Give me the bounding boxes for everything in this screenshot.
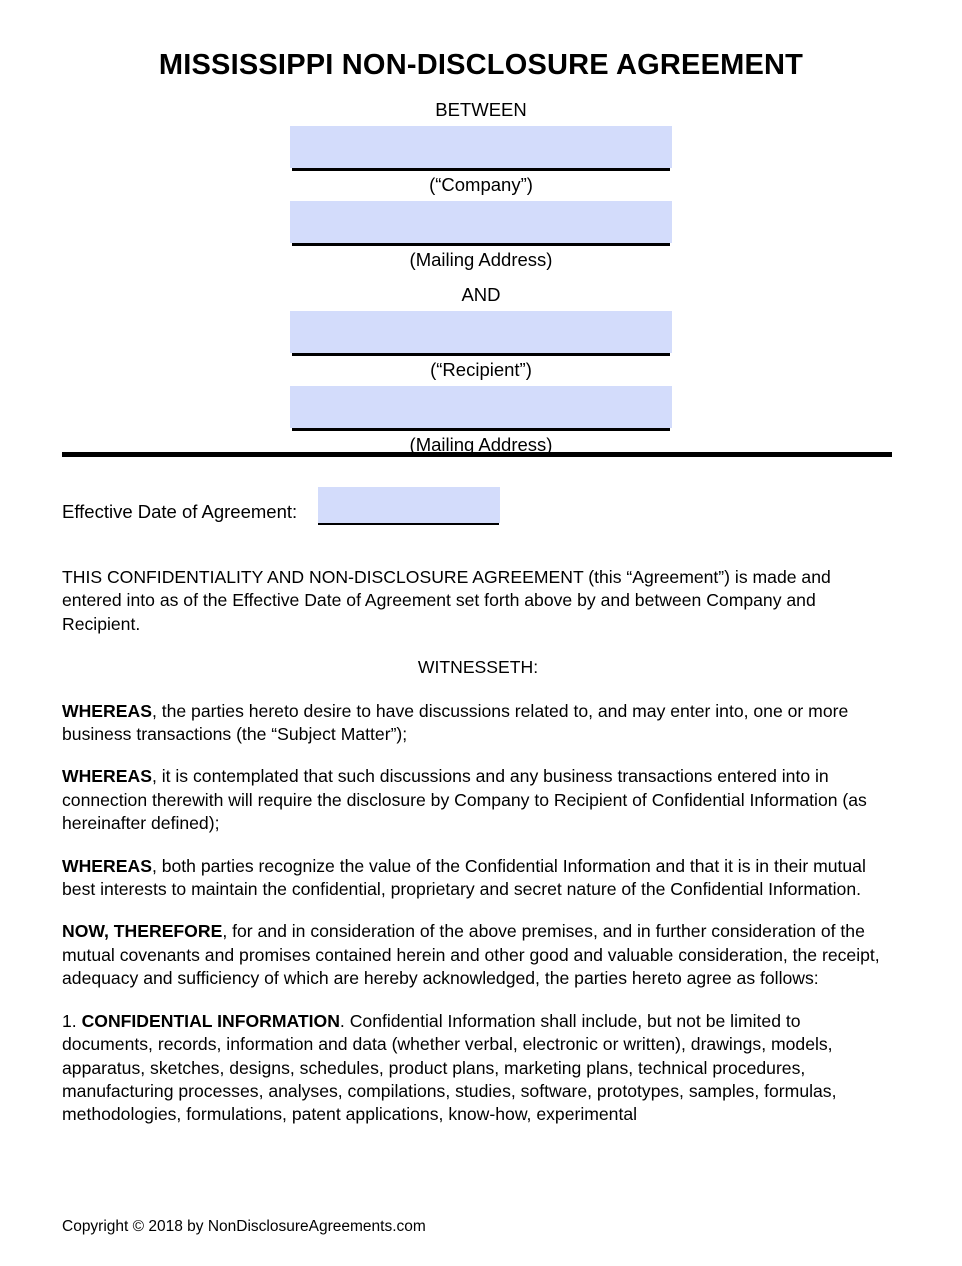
now-therefore-paragraph: NOW, THEREFORE, for and in consideration…: [62, 920, 894, 990]
company-address-input[interactable]: [290, 201, 672, 244]
effective-date-input[interactable]: [318, 487, 500, 523]
now-therefore-text: , for and in consideration of the above …: [62, 921, 880, 989]
witnesseth-heading: WITNESSETH:: [417, 657, 539, 678]
whereas-1-text: , the parties hereto desire to have disc…: [62, 700, 849, 745]
recipient-caption: (“Recipient”): [430, 359, 532, 381]
recipient-address-caption: (Mailing Address): [409, 434, 553, 456]
now-therefore-lead: NOW, THEREFORE: [62, 921, 223, 942]
section-1-paragraph: 1. CONFIDENTIAL INFORMATION. Confidentia…: [62, 1010, 894, 1127]
page-title: MISSISSIPPI NON-DISCLOSURE AGREEMENT: [158, 49, 804, 82]
company-address-caption: (Mailing Address): [409, 249, 553, 271]
section-1-number: 1.: [62, 1010, 82, 1031]
intro-paragraph: THIS CONFIDENTIALITY AND NON-DISCLOSURE …: [62, 567, 831, 634]
recipient-address-rule: [292, 428, 670, 432]
whereas-2-text: , it is contemplated that such discussio…: [62, 766, 867, 834]
whereas-paragraph-2: WHEREAS, it is contemplated that such di…: [62, 765, 894, 835]
section-1-text: . Confidential Information shall include…: [62, 1010, 837, 1125]
and-label: AND: [461, 284, 501, 306]
recipient-address-input[interactable]: [290, 386, 672, 429]
effective-date-rule: [318, 523, 499, 525]
effective-date-label: Effective Date of Agreement:: [62, 501, 298, 522]
whereas-2-lead: WHEREAS: [62, 766, 152, 787]
company-caption: (“Company”): [429, 174, 533, 196]
whereas-3-text: , both parties recognize the value of th…: [62, 855, 866, 900]
company-address-field-row: [290, 201, 672, 247]
recipient-address-field-row: [290, 386, 672, 432]
recipient-name-input[interactable]: [290, 311, 672, 354]
recipient-name-rule: [292, 353, 670, 357]
effective-date-row: Effective Date of Agreement:: [62, 487, 662, 527]
footer-copyright: Copyright © 2018 by NonDisclosureAgreeme…: [62, 1218, 426, 1235]
company-name-field-row: [290, 126, 672, 172]
company-name-rule: [292, 168, 670, 172]
section-1-heading: CONFIDENTIAL INFORMATION: [81, 1010, 340, 1031]
section-divider: [62, 452, 892, 457]
company-address-rule: [292, 243, 670, 247]
whereas-paragraph-1: WHEREAS, the parties hereto desire to ha…: [62, 700, 894, 747]
agreement-body: THIS CONFIDENTIALITY AND NON-DISCLOSURE …: [62, 566, 894, 1147]
recipient-name-field-row: [290, 311, 672, 357]
company-name-input[interactable]: [290, 126, 672, 169]
whereas-paragraph-3: WHEREAS, both parties recognize the valu…: [62, 855, 894, 902]
whereas-1-lead: WHEREAS: [62, 700, 152, 721]
between-label: BETWEEN: [435, 99, 527, 120]
parties-section: BETWEEN (“Company”) (Mailing Address) AN…: [0, 98, 962, 461]
whereas-3-lead: WHEREAS: [62, 855, 152, 876]
